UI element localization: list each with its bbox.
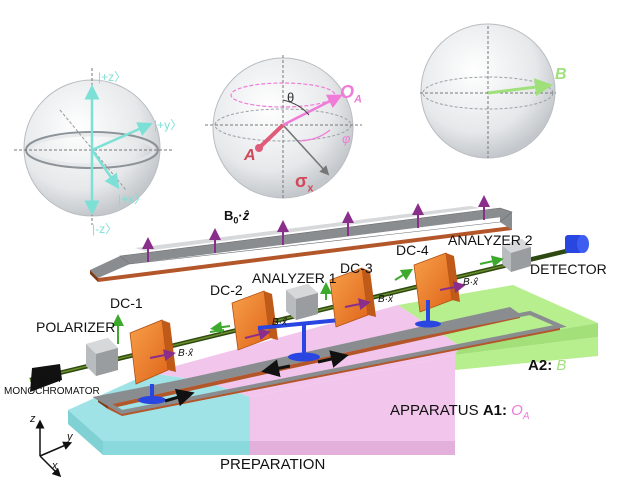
- polarization-arrows: [209, 255, 504, 334]
- coordinate-axes: [35, 419, 73, 478]
- preparation-label: PREPARATION: [220, 456, 326, 473]
- bx-label-dc3: B·x̂: [378, 294, 393, 305]
- vector-a-label: A: [244, 147, 256, 164]
- dc-2-label: DC-2: [210, 282, 243, 298]
- polarizer: [86, 314, 124, 376]
- a1-colon: :: [502, 402, 507, 419]
- from-line-2: MONOCHROMATOR: [4, 386, 100, 397]
- axis-y-label: y: [67, 431, 73, 443]
- bloch-sphere-left: [14, 68, 172, 225]
- ket-plus-x-label: |+x〉: [118, 192, 147, 206]
- operator-subscript: A: [354, 93, 362, 106]
- bx-label-dc4: B·x̂: [463, 277, 478, 288]
- a1-stage-label: APPARATUS A1: OA: [390, 403, 530, 422]
- ket-plus-y-label: |+y〉: [154, 118, 183, 132]
- bx-label-dc1: B·x̂: [178, 348, 193, 359]
- sigma-subscript: x: [307, 182, 314, 195]
- field-label: B0·ẑ: [224, 209, 249, 226]
- sigma-x-label: σx: [295, 172, 313, 195]
- field-loop: [90, 206, 513, 282]
- vector-b-label: B: [555, 66, 567, 83]
- field-sub: 0: [233, 215, 239, 226]
- ket-plus-z-label: |+z〉: [98, 70, 127, 84]
- detector: [565, 235, 589, 253]
- field-dir: ẑ: [242, 208, 250, 223]
- bx-label-dc2: B·x̂: [272, 317, 287, 328]
- detector-label: DETECTOR: [530, 261, 607, 277]
- bloch-sphere-middle: [205, 55, 362, 200]
- dc-1-label: DC-1: [110, 295, 143, 311]
- a2-id: A2: [528, 357, 548, 374]
- field-arrows: [142, 195, 490, 262]
- analyzer-2-label: ANALYZER 2: [448, 232, 533, 248]
- ket-minus-z-label: |-z〉: [92, 222, 118, 236]
- bloch-sphere-right: [420, 23, 556, 159]
- a1-value: OA: [511, 402, 530, 422]
- a2-value: B: [556, 357, 567, 374]
- a1-prefix: APPARATUS: [390, 402, 483, 419]
- dc-4-label: DC-4: [396, 242, 429, 258]
- a1-value-main: O: [511, 402, 523, 419]
- analyzer-2: [502, 239, 531, 272]
- operator-oa-label: OA: [340, 83, 362, 106]
- analyzer-1-label: ANALYZER 1: [252, 270, 337, 286]
- axis-z-label: z: [30, 413, 36, 425]
- sigma-symbol: σ: [295, 171, 308, 191]
- axis-x-label: x: [52, 460, 58, 472]
- a2-stage-label: A2: B: [528, 358, 566, 373]
- polarizer-label: POLARIZER: [36, 319, 116, 335]
- field-dot: ·: [238, 208, 243, 223]
- field-b: B: [224, 208, 234, 223]
- analyzer-1: [286, 284, 318, 320]
- a1-id: A1: [482, 402, 502, 419]
- phi-label: φ: [342, 131, 351, 146]
- dc-3-label: DC-3: [340, 260, 373, 276]
- dc-1-coil: [129, 319, 195, 407]
- stage-stand-a1: [257, 318, 349, 378]
- dc-4-coil: [413, 252, 466, 328]
- a2-colon: :: [547, 357, 553, 374]
- dc-3-coil: [329, 267, 376, 328]
- a1-value-sub: A: [522, 411, 530, 422]
- operator-o: O: [340, 82, 355, 102]
- from-line-1: FROM: [31, 374, 61, 385]
- theta-label: θ: [287, 90, 295, 105]
